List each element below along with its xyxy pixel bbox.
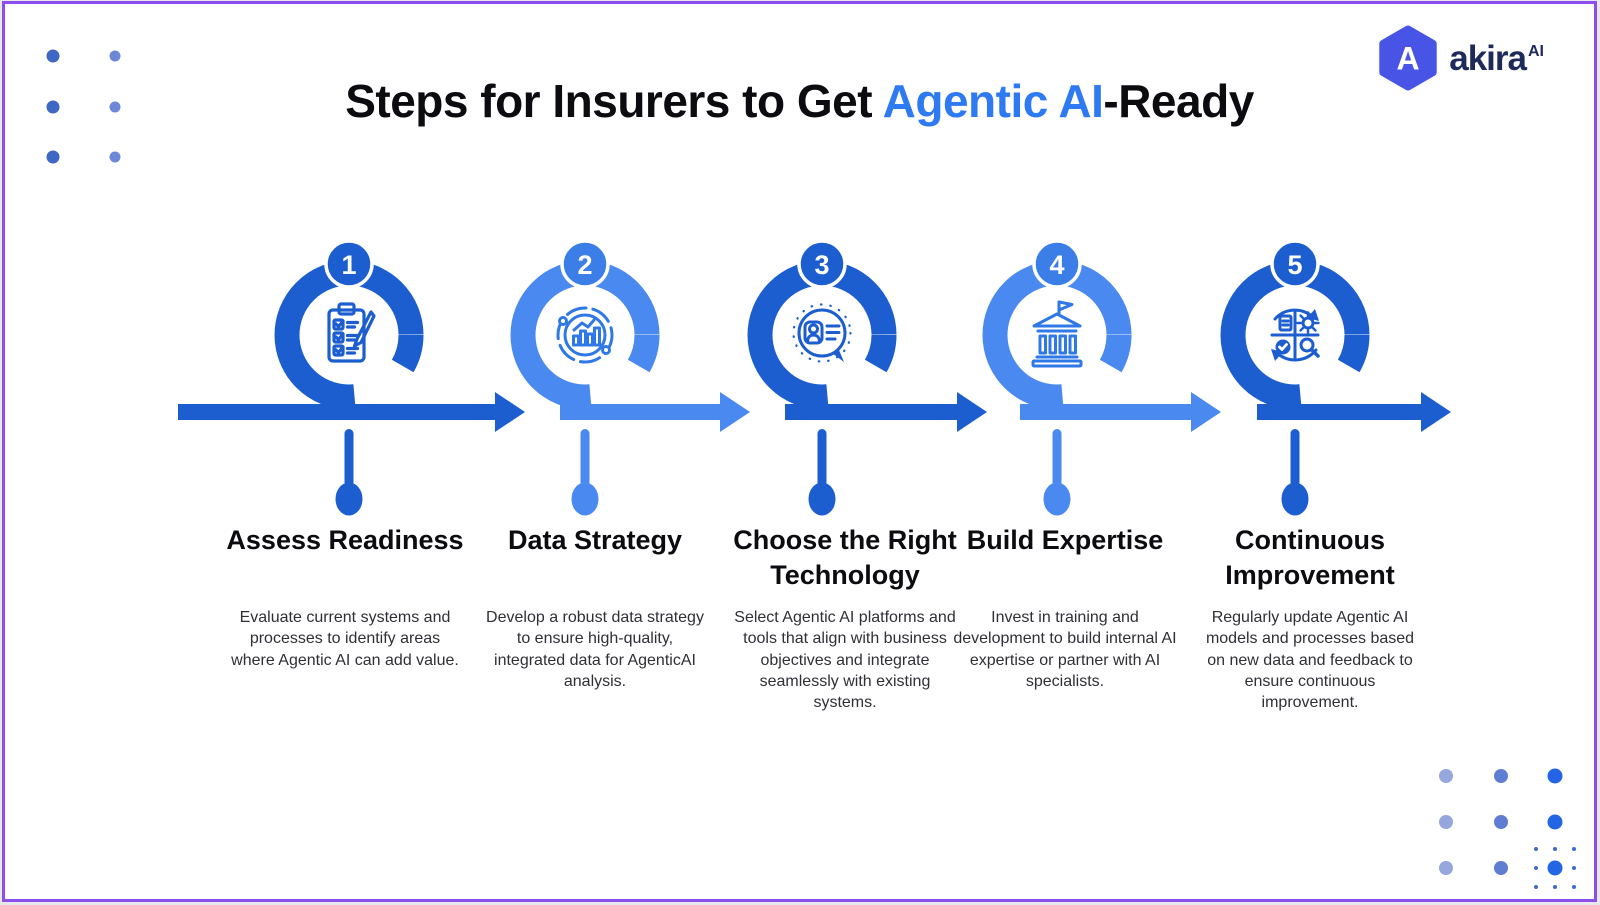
step-title: Assess Readiness xyxy=(226,525,464,555)
connector-pin-1 xyxy=(335,429,363,516)
step-number-badge-1: 1 xyxy=(324,239,374,289)
step-number: 4 xyxy=(1049,250,1064,280)
brand-text: akira xyxy=(1449,38,1527,78)
logo-hexagon-icon: A xyxy=(1379,25,1437,91)
step-title: Continuous Improvement xyxy=(1225,525,1395,591)
flow-arrow-segment-2 xyxy=(560,392,750,432)
step-number-badge-3: 3 xyxy=(797,239,847,289)
flow-arrow-segment-3 xyxy=(785,392,987,432)
step-column-1: Assess Readiness Evaluate current system… xyxy=(215,523,475,671)
step-title: Data Strategy xyxy=(507,525,683,555)
decor-dots-top-left xyxy=(46,49,121,164)
step-title: Build Expertise xyxy=(966,525,1164,555)
step-column-2: Data Strategy Develop a robust data stra… xyxy=(465,523,725,692)
step-description: Evaluate current systems and processes t… xyxy=(231,609,459,669)
step-description: Regularly update Agentic AI models and p… xyxy=(1205,609,1415,712)
step-column-4: Build Expertise Invest in training and d… xyxy=(935,523,1195,692)
data-analytics-icon xyxy=(556,306,614,364)
connector-pin-3 xyxy=(808,429,836,516)
step-description: Develop a robust data strategy to ensure… xyxy=(486,609,704,690)
connector-pin-5 xyxy=(1281,429,1309,516)
flow-diagram: 1 2 3 4 5 xyxy=(178,239,1451,516)
institution-building-icon xyxy=(1031,300,1083,368)
title-highlight: Agentic AI xyxy=(882,75,1104,127)
step-column-3: Choose the Right Technology Select Agent… xyxy=(715,523,975,713)
improvement-cycle-icon xyxy=(1270,308,1320,362)
step-number: 5 xyxy=(1287,250,1302,280)
flow-arrow-segment-1 xyxy=(178,392,525,432)
decor-dots-bottom-right xyxy=(1439,768,1576,889)
step-number-badge-2: 2 xyxy=(560,239,610,289)
step-number-badge-4: 4 xyxy=(1032,239,1082,289)
step-number: 3 xyxy=(814,250,829,280)
step-description: Select Agentic AI platforms and tools th… xyxy=(734,609,956,712)
logo-mark-letter: A xyxy=(1397,40,1420,76)
page-title: Steps for Insurers to Get Agentic AI-Rea… xyxy=(5,74,1594,128)
step-description: Invest in training and development to bu… xyxy=(953,609,1177,690)
title-prefix: Steps for Insurers to Get xyxy=(345,75,883,127)
step-column-5: Continuous Improvement Regularly update … xyxy=(1180,523,1440,713)
connector-pin-2 xyxy=(571,429,599,516)
step-number: 2 xyxy=(577,250,592,280)
clipboard-checklist-icon xyxy=(327,302,376,363)
title-suffix: -Ready xyxy=(1103,75,1254,127)
chat-profile-icon xyxy=(792,303,852,363)
step-number-badge-5: 5 xyxy=(1270,239,1320,289)
brand-superscript: AI xyxy=(1528,42,1544,60)
step-number: 1 xyxy=(341,250,356,280)
step-title: Choose the Right Technology xyxy=(733,525,957,591)
connector-pin-4 xyxy=(1043,429,1071,516)
